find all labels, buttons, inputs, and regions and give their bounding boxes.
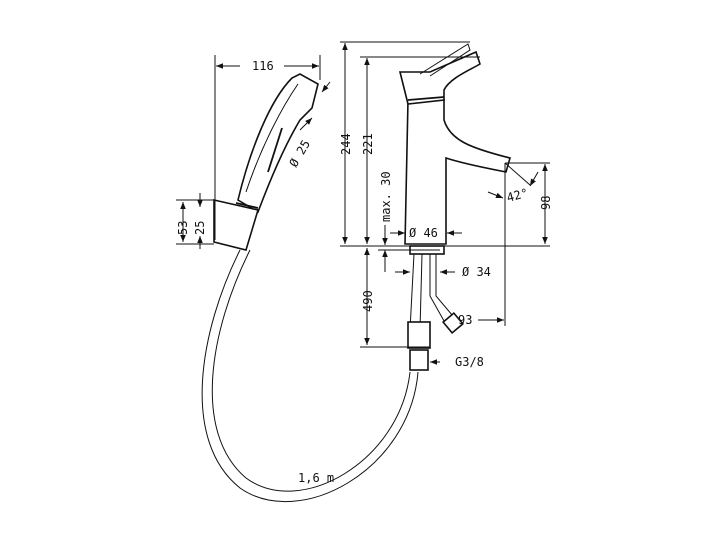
label-height-spout: 221 bbox=[361, 133, 375, 155]
dimension-labels: 116 Ø 25 53 25 244 221 max. 30 Ø 46 Ø 34… bbox=[176, 59, 553, 485]
dimension-lines bbox=[176, 41, 550, 365]
label-holder-inner: 25 bbox=[193, 221, 207, 235]
hand-shower bbox=[213, 73, 319, 251]
label-hose-length-below: 490 bbox=[361, 290, 375, 312]
hose bbox=[201, 249, 419, 503]
label-holder-height: 53 bbox=[176, 221, 190, 235]
label-body-diameter: Ø 46 bbox=[409, 226, 438, 240]
label-handshower-diameter: Ø 25 bbox=[286, 137, 313, 169]
label-max-thickness: max. 30 bbox=[379, 171, 393, 222]
label-spout-angle: 42° bbox=[505, 186, 530, 205]
label-height-total: 244 bbox=[339, 133, 353, 155]
label-spout-height: 98 bbox=[539, 196, 553, 210]
label-connection: G3/8 bbox=[455, 355, 484, 369]
label-hose-length: 1,6 m bbox=[298, 471, 334, 485]
label-spout-projection: 93 bbox=[458, 313, 472, 327]
label-handshower-width: 116 bbox=[252, 59, 274, 73]
faucet bbox=[398, 43, 511, 371]
label-shank-diameter: Ø 34 bbox=[462, 265, 491, 279]
